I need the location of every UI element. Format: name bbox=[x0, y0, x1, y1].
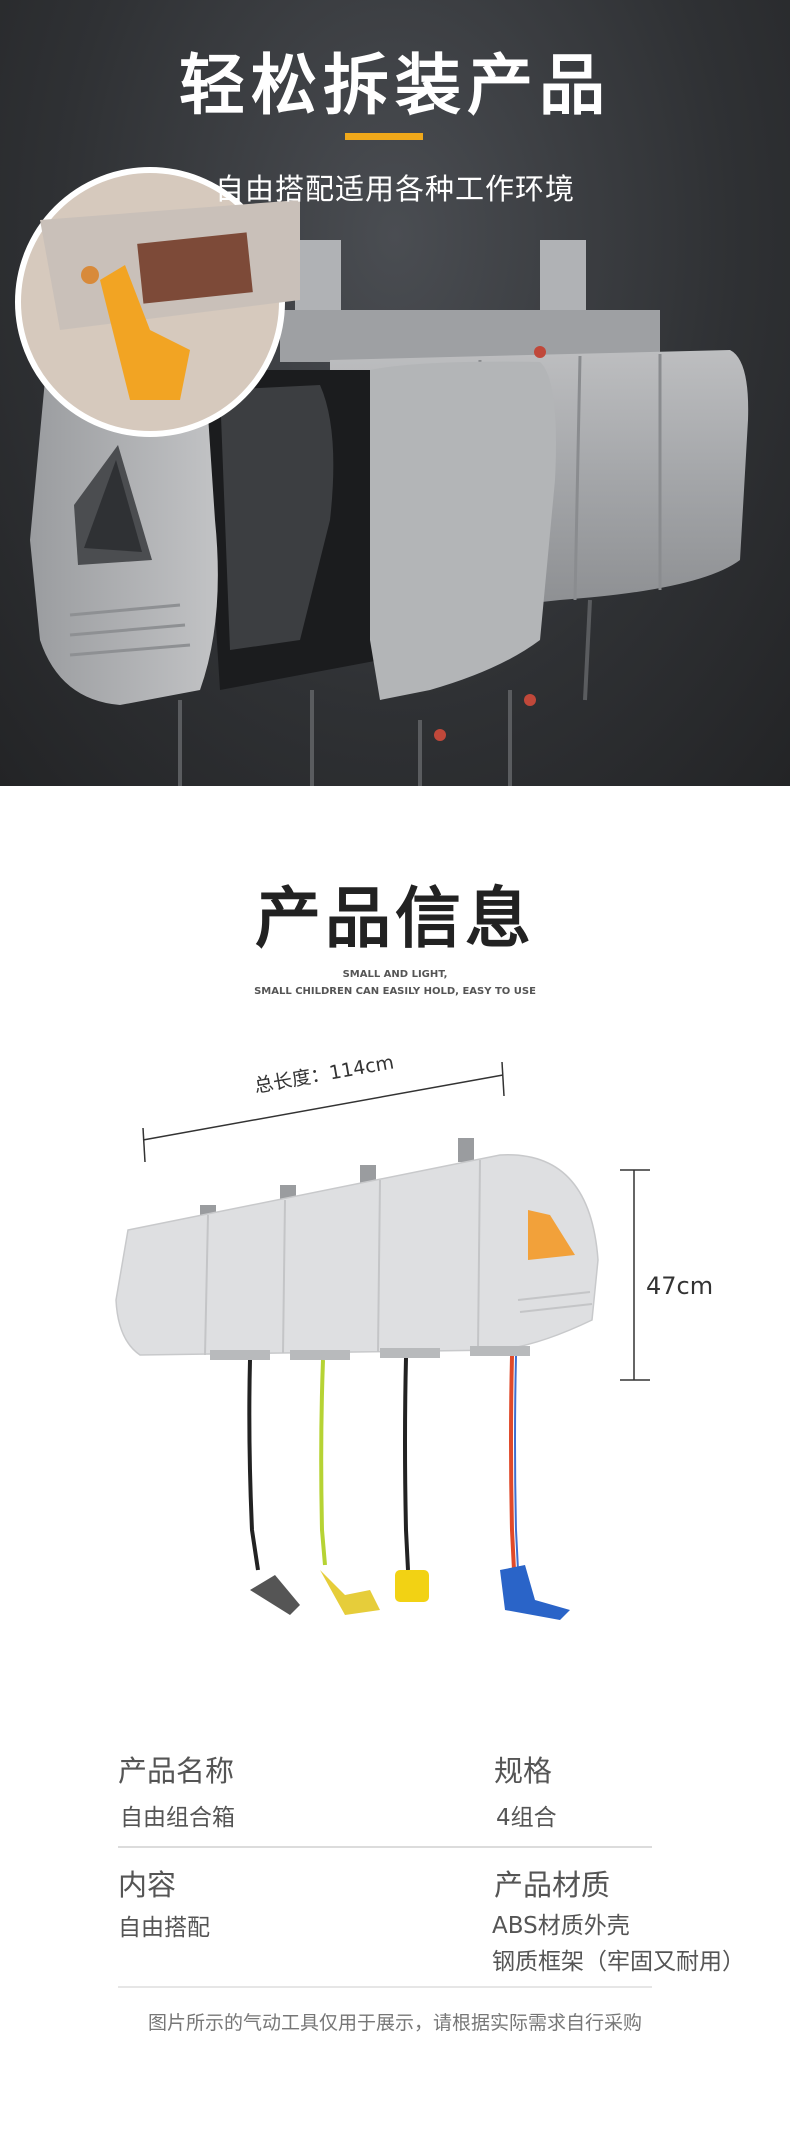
info-subtitle-line1: SMALL AND LIGHT, bbox=[342, 969, 448, 980]
spec-size-value: 4组合 bbox=[496, 1805, 557, 1831]
spec-material-label: 产品材质 bbox=[494, 1868, 611, 1902]
spec-divider bbox=[118, 1846, 652, 1848]
disclaimer-text: 图片所示的气动工具仅用于展示，请根据实际需求自行采购 bbox=[147, 2012, 642, 2034]
hero-accent-bar bbox=[345, 133, 423, 140]
hero-title: 轻松拆装产品 bbox=[179, 47, 611, 124]
hose-3 bbox=[403, 1357, 410, 1571]
blue-tool bbox=[500, 1565, 570, 1620]
spec-material-value2: 钢质框架（牢固又耐用） bbox=[492, 1949, 745, 1975]
info-subtitle: SMALL AND LIGHT, SMALL CHILDREN CAN EASI… bbox=[0, 966, 790, 1000]
hero-product-illustration bbox=[15, 167, 749, 786]
product-diagram bbox=[115, 1061, 650, 1620]
length-dimension-line bbox=[142, 1074, 504, 1141]
spec-size-label: 规格 bbox=[494, 1754, 553, 1788]
yellow-tool bbox=[395, 1570, 429, 1602]
spec-name-value: 自由组合箱 bbox=[120, 1805, 235, 1831]
hose-1 bbox=[247, 1359, 260, 1571]
height-label: 47cm bbox=[646, 1272, 714, 1300]
hero-subtitle: 自由搭配适用各种工作环境 bbox=[214, 172, 575, 206]
info-title: 产品信息 bbox=[255, 880, 535, 957]
hose-2 bbox=[319, 1359, 327, 1566]
warning-triangle-icon bbox=[528, 1210, 575, 1260]
hero-section: 轻松拆装产品 自由搭配适用各种工作环境 bbox=[0, 0, 790, 786]
spec-material-value: ABS材质外壳 bbox=[492, 1913, 630, 1939]
spec-content-label: 内容 bbox=[118, 1868, 177, 1902]
spec-name-label: 产品名称 bbox=[118, 1754, 235, 1788]
box-body bbox=[115, 1154, 599, 1356]
spec-divider-bottom bbox=[118, 1986, 652, 1988]
spray-tool bbox=[320, 1570, 380, 1615]
spec-content-value: 自由搭配 bbox=[118, 1915, 210, 1941]
info-subtitle-line2: SMALL CHILDREN CAN EASILY HOLD, EASY TO … bbox=[254, 986, 536, 997]
hose-4 bbox=[509, 1355, 516, 1571]
blow-gun-tool bbox=[250, 1575, 300, 1615]
